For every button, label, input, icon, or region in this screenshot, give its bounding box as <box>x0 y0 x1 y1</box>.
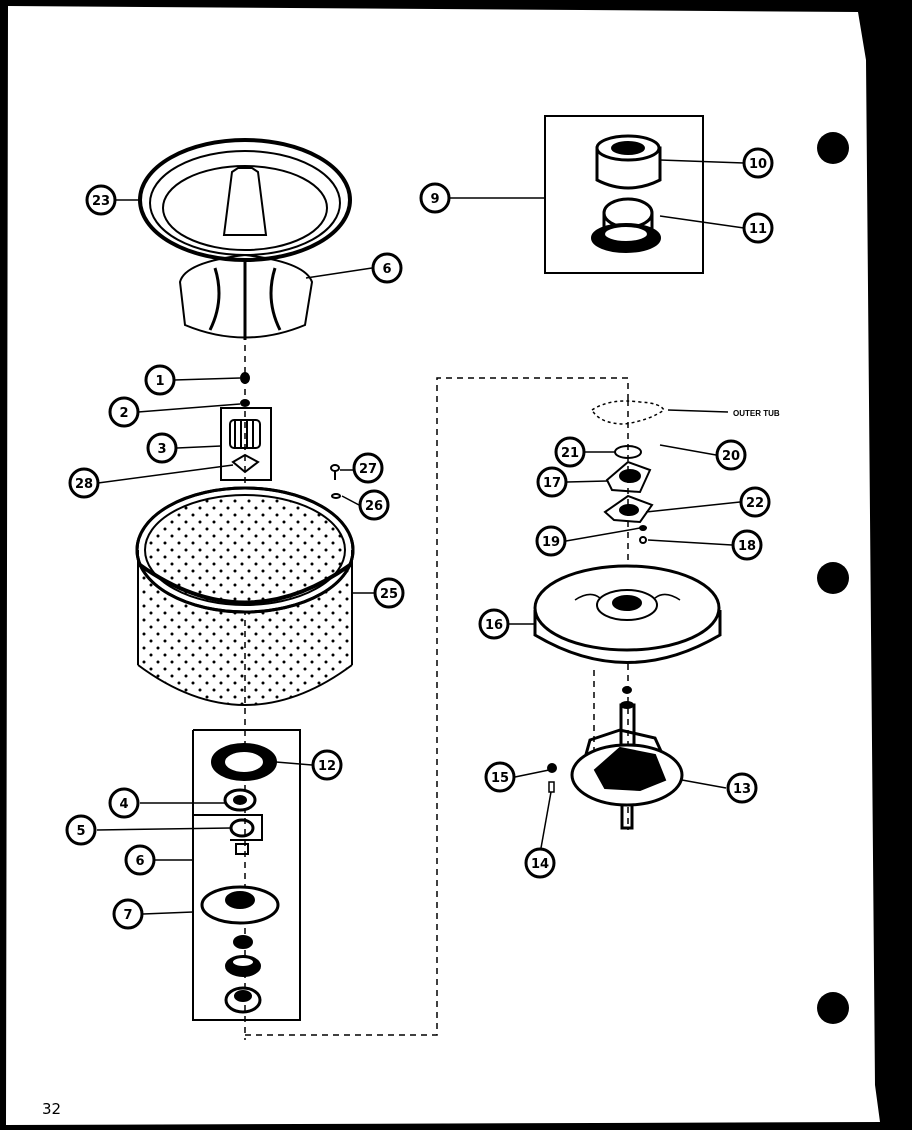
bearing-parts <box>200 788 280 1014</box>
svg-text:17: 17 <box>543 476 561 491</box>
callout-8: 6 <box>371 252 403 284</box>
callout-23: 23 <box>85 184 117 216</box>
svg-text:7: 7 <box>123 908 132 923</box>
part-box-9 <box>544 115 704 274</box>
spacer-part <box>622 686 632 694</box>
paper-sheet <box>6 6 880 1125</box>
page-number: 32 <box>42 1100 61 1118</box>
callout-4: 4 <box>108 787 140 819</box>
callout-18: 18 <box>731 529 763 561</box>
callout-1: 1 <box>144 364 176 396</box>
svg-text:2: 2 <box>119 406 128 421</box>
svg-text:21: 21 <box>561 446 579 461</box>
callout-14: 14 <box>524 847 556 879</box>
callout-16: 16 <box>478 608 510 640</box>
svg-text:12: 12 <box>318 759 336 774</box>
svg-text:28: 28 <box>75 477 93 492</box>
part-box-4-5 <box>193 814 263 841</box>
callout-26: 26 <box>358 489 390 521</box>
part-box-lower-frame <box>192 729 301 1021</box>
callout-6: 6 <box>124 844 156 876</box>
callout-3: 3 <box>146 432 178 464</box>
small-screw-parts <box>547 763 557 793</box>
svg-text:26: 26 <box>365 499 383 514</box>
svg-text:6: 6 <box>135 854 144 869</box>
binder-hole-middle <box>817 562 849 594</box>
outer-tub-label: OUTER TUB <box>733 409 780 418</box>
callout-5: 5 <box>65 814 97 846</box>
callout-9: 9 <box>419 182 451 214</box>
svg-text:25: 25 <box>380 587 398 602</box>
svg-text:16: 16 <box>485 618 503 633</box>
svg-text:1: 1 <box>155 374 164 389</box>
callout-11: 11 <box>742 212 774 244</box>
svg-text:3: 3 <box>157 442 166 457</box>
brake-assembly-part <box>570 701 684 830</box>
fastener-parts <box>240 372 250 407</box>
callout-20: 20 <box>715 439 747 471</box>
svg-text:4: 4 <box>119 797 128 812</box>
binder-hole-top <box>817 132 849 164</box>
callout-7: 7 <box>112 898 144 930</box>
screw-part <box>330 464 341 499</box>
callout-17: 17 <box>536 466 568 498</box>
svg-text:27: 27 <box>359 462 377 477</box>
callout-28: 28 <box>68 467 100 499</box>
shaft-coupling-part <box>229 419 261 474</box>
svg-text:5: 5 <box>76 824 85 839</box>
callout-10: 10 <box>742 147 774 179</box>
leader-lines <box>96 159 745 915</box>
svg-text:9: 9 <box>430 192 439 207</box>
svg-text:18: 18 <box>738 539 756 554</box>
seal-ring-part <box>211 743 277 781</box>
svg-text:11: 11 <box>749 222 767 237</box>
svg-text:14: 14 <box>531 857 549 872</box>
svg-text:15: 15 <box>491 771 509 786</box>
drive-pulley-part <box>533 564 722 664</box>
callout-2: 2 <box>108 396 140 428</box>
binder-hole-bottom <box>817 992 849 1024</box>
hub-parts <box>603 445 654 544</box>
callout-25: 25 <box>373 577 405 609</box>
spin-basket-part <box>135 486 355 706</box>
svg-text:22: 22 <box>746 496 764 511</box>
callout-13: 13 <box>726 772 758 804</box>
part-box-3-28 <box>220 407 272 481</box>
callout-22: 22 <box>739 486 771 518</box>
svg-text:10: 10 <box>749 157 767 172</box>
callout-19: 19 <box>535 525 567 557</box>
dashed-connector <box>245 377 629 1036</box>
seal-kit-part <box>591 134 662 253</box>
callout-15: 15 <box>484 761 516 793</box>
svg-text:13: 13 <box>733 782 751 797</box>
callout-12: 12 <box>311 749 343 781</box>
svg-text:19: 19 <box>542 535 560 550</box>
callout-27: 27 <box>352 452 384 484</box>
svg-text:6: 6 <box>382 262 391 277</box>
svg-text:20: 20 <box>722 449 740 464</box>
callout-21: 21 <box>554 436 586 468</box>
svg-text:23: 23 <box>92 194 110 209</box>
